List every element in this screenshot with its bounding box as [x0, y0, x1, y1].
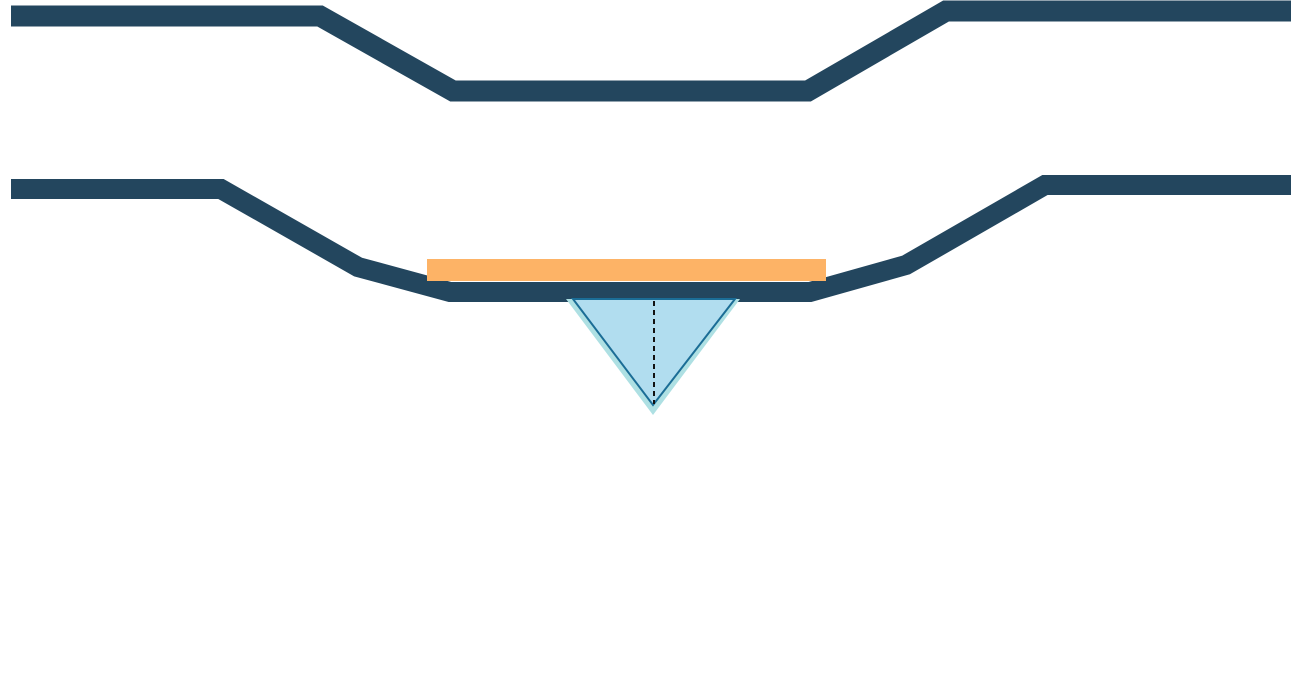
- orange-bar: [427, 259, 826, 281]
- triangle-shape: [570, 298, 738, 407]
- upper-profile-line: [11, 0, 1291, 102]
- lower-profile-line: [11, 175, 1291, 302]
